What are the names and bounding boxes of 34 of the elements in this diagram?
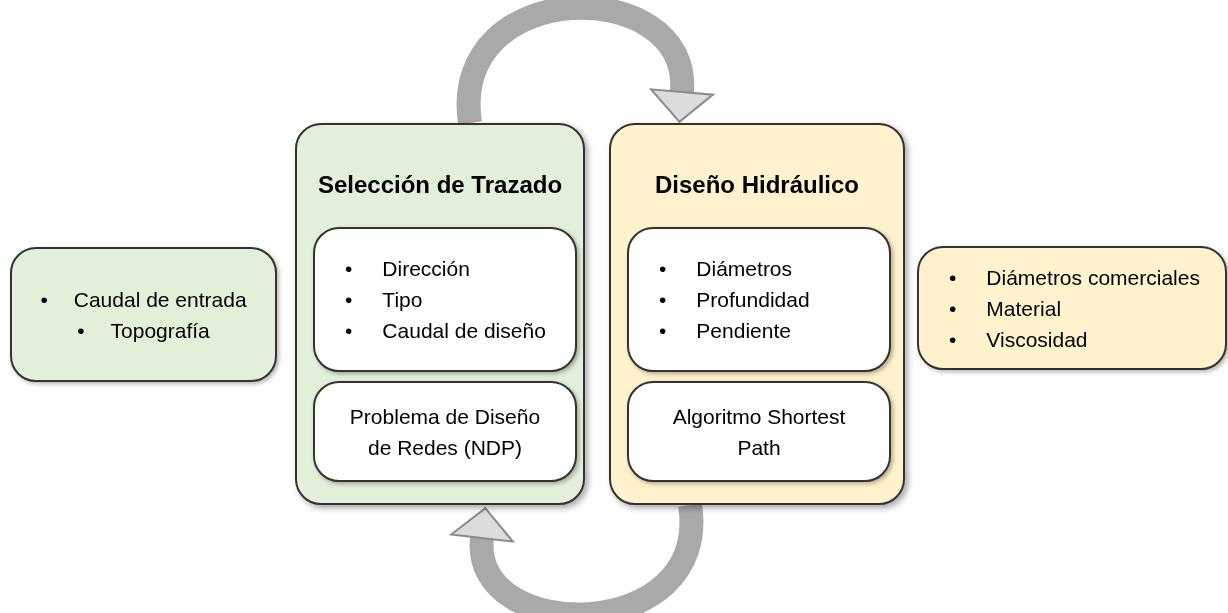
- bullet-mark: •: [345, 256, 353, 282]
- box-text: Algoritmo Shortest Path: [671, 403, 847, 461]
- bullet-mark: •: [659, 287, 667, 313]
- box-text: Problema de Diseño de Redes (NDP): [348, 403, 542, 461]
- bullet-item: Caudal de diseño: [382, 318, 546, 344]
- bullet-item: Diámetros: [696, 256, 793, 282]
- bullet-item: Diámetros comerciales: [986, 264, 1200, 291]
- bullet-item: Dirección: [382, 256, 470, 282]
- stage-title: Selección de Trazado: [317, 170, 563, 200]
- bullet-item: Material: [986, 295, 1062, 322]
- bullet-item: Pendiente: [696, 318, 791, 344]
- bullet-mark: •: [949, 326, 957, 353]
- bullet-box: [917, 246, 1227, 370]
- stage-title: Diseño Hidráulico: [654, 170, 859, 200]
- bullet-box: [313, 227, 577, 372]
- bullet-mark: •: [345, 318, 353, 344]
- bullet-item: Profundidad: [696, 287, 810, 313]
- bullet-mark: •: [77, 317, 85, 344]
- bullet-item: Caudal de entrada: [73, 286, 247, 313]
- bullet-mark: •: [949, 264, 957, 291]
- process-box: [627, 381, 891, 482]
- stage-panel: [295, 123, 585, 505]
- bullet-mark: •: [659, 256, 667, 282]
- bullet-item: Topografía: [110, 317, 210, 344]
- bullet-mark: •: [659, 318, 667, 344]
- bullet-mark: •: [40, 286, 48, 313]
- stage-panel: [609, 123, 905, 505]
- bullet-box: [10, 247, 277, 382]
- bullet-box: [627, 227, 891, 372]
- bullet-item: Viscosidad: [986, 326, 1088, 353]
- bullet-item: Tipo: [382, 287, 423, 313]
- bullet-mark: •: [345, 287, 353, 313]
- bullet-mark: •: [949, 295, 957, 322]
- process-box: [313, 381, 577, 482]
